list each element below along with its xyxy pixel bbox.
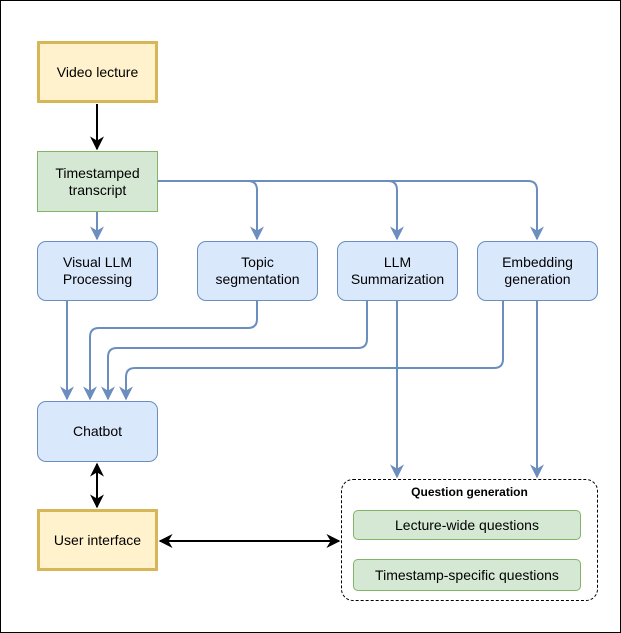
edge-topic-segmentation-to-chatbot (83, 301, 258, 401)
video-lecture-node: Video lecture (37, 41, 158, 103)
topic-segmentation-node: Topic segmentation (197, 241, 318, 301)
llm-summarization-label: LLM Summarization (350, 254, 445, 287)
timestamp-specific-questions-label: Timestamp-specific questions (375, 566, 559, 583)
timestamped-transcript-node: Timestamped transcript (37, 151, 158, 212)
video-lecture-label: Video lecture (56, 63, 139, 80)
edge-embedding-generation-to-chatbot (119, 301, 504, 401)
embedding-generation-node: Embedding generation (477, 241, 598, 301)
chatbot-label: Chatbot (72, 423, 123, 439)
timestamped-transcript-label: Timestamped transcript (55, 164, 140, 198)
question-generation-title: Question generation (411, 485, 528, 499)
edge-llm-summarization-to-chatbot (101, 301, 368, 401)
embedding-generation-label: Embedding generation (502, 254, 573, 287)
lecture-wide-questions-node: Lecture-wide questions (353, 510, 581, 540)
lecture-wide-questions-label: Lecture-wide questions (395, 516, 539, 533)
timestamp-specific-questions-node: Timestamp-specific questions (353, 559, 581, 591)
topic-segmentation-label: Topic segmentation (215, 254, 300, 287)
question-generation-group: Question generation (341, 479, 598, 601)
user-interface-label: User interface (53, 531, 142, 548)
visual-llm-processing-node: Visual LLM Processing (37, 241, 158, 301)
chatbot-node: Chatbot (37, 401, 158, 462)
edge-transcript-to-topic-segmentation (157, 180, 264, 241)
edge-transcript-to-embedding-generation (157, 180, 544, 241)
llm-summarization-node: LLM Summarization (337, 241, 458, 301)
visual-llm-processing-label: Visual LLM Processing (62, 254, 133, 287)
user-interface-node: User interface (37, 509, 158, 571)
edge-transcript-to-llm-summarization (157, 180, 404, 241)
